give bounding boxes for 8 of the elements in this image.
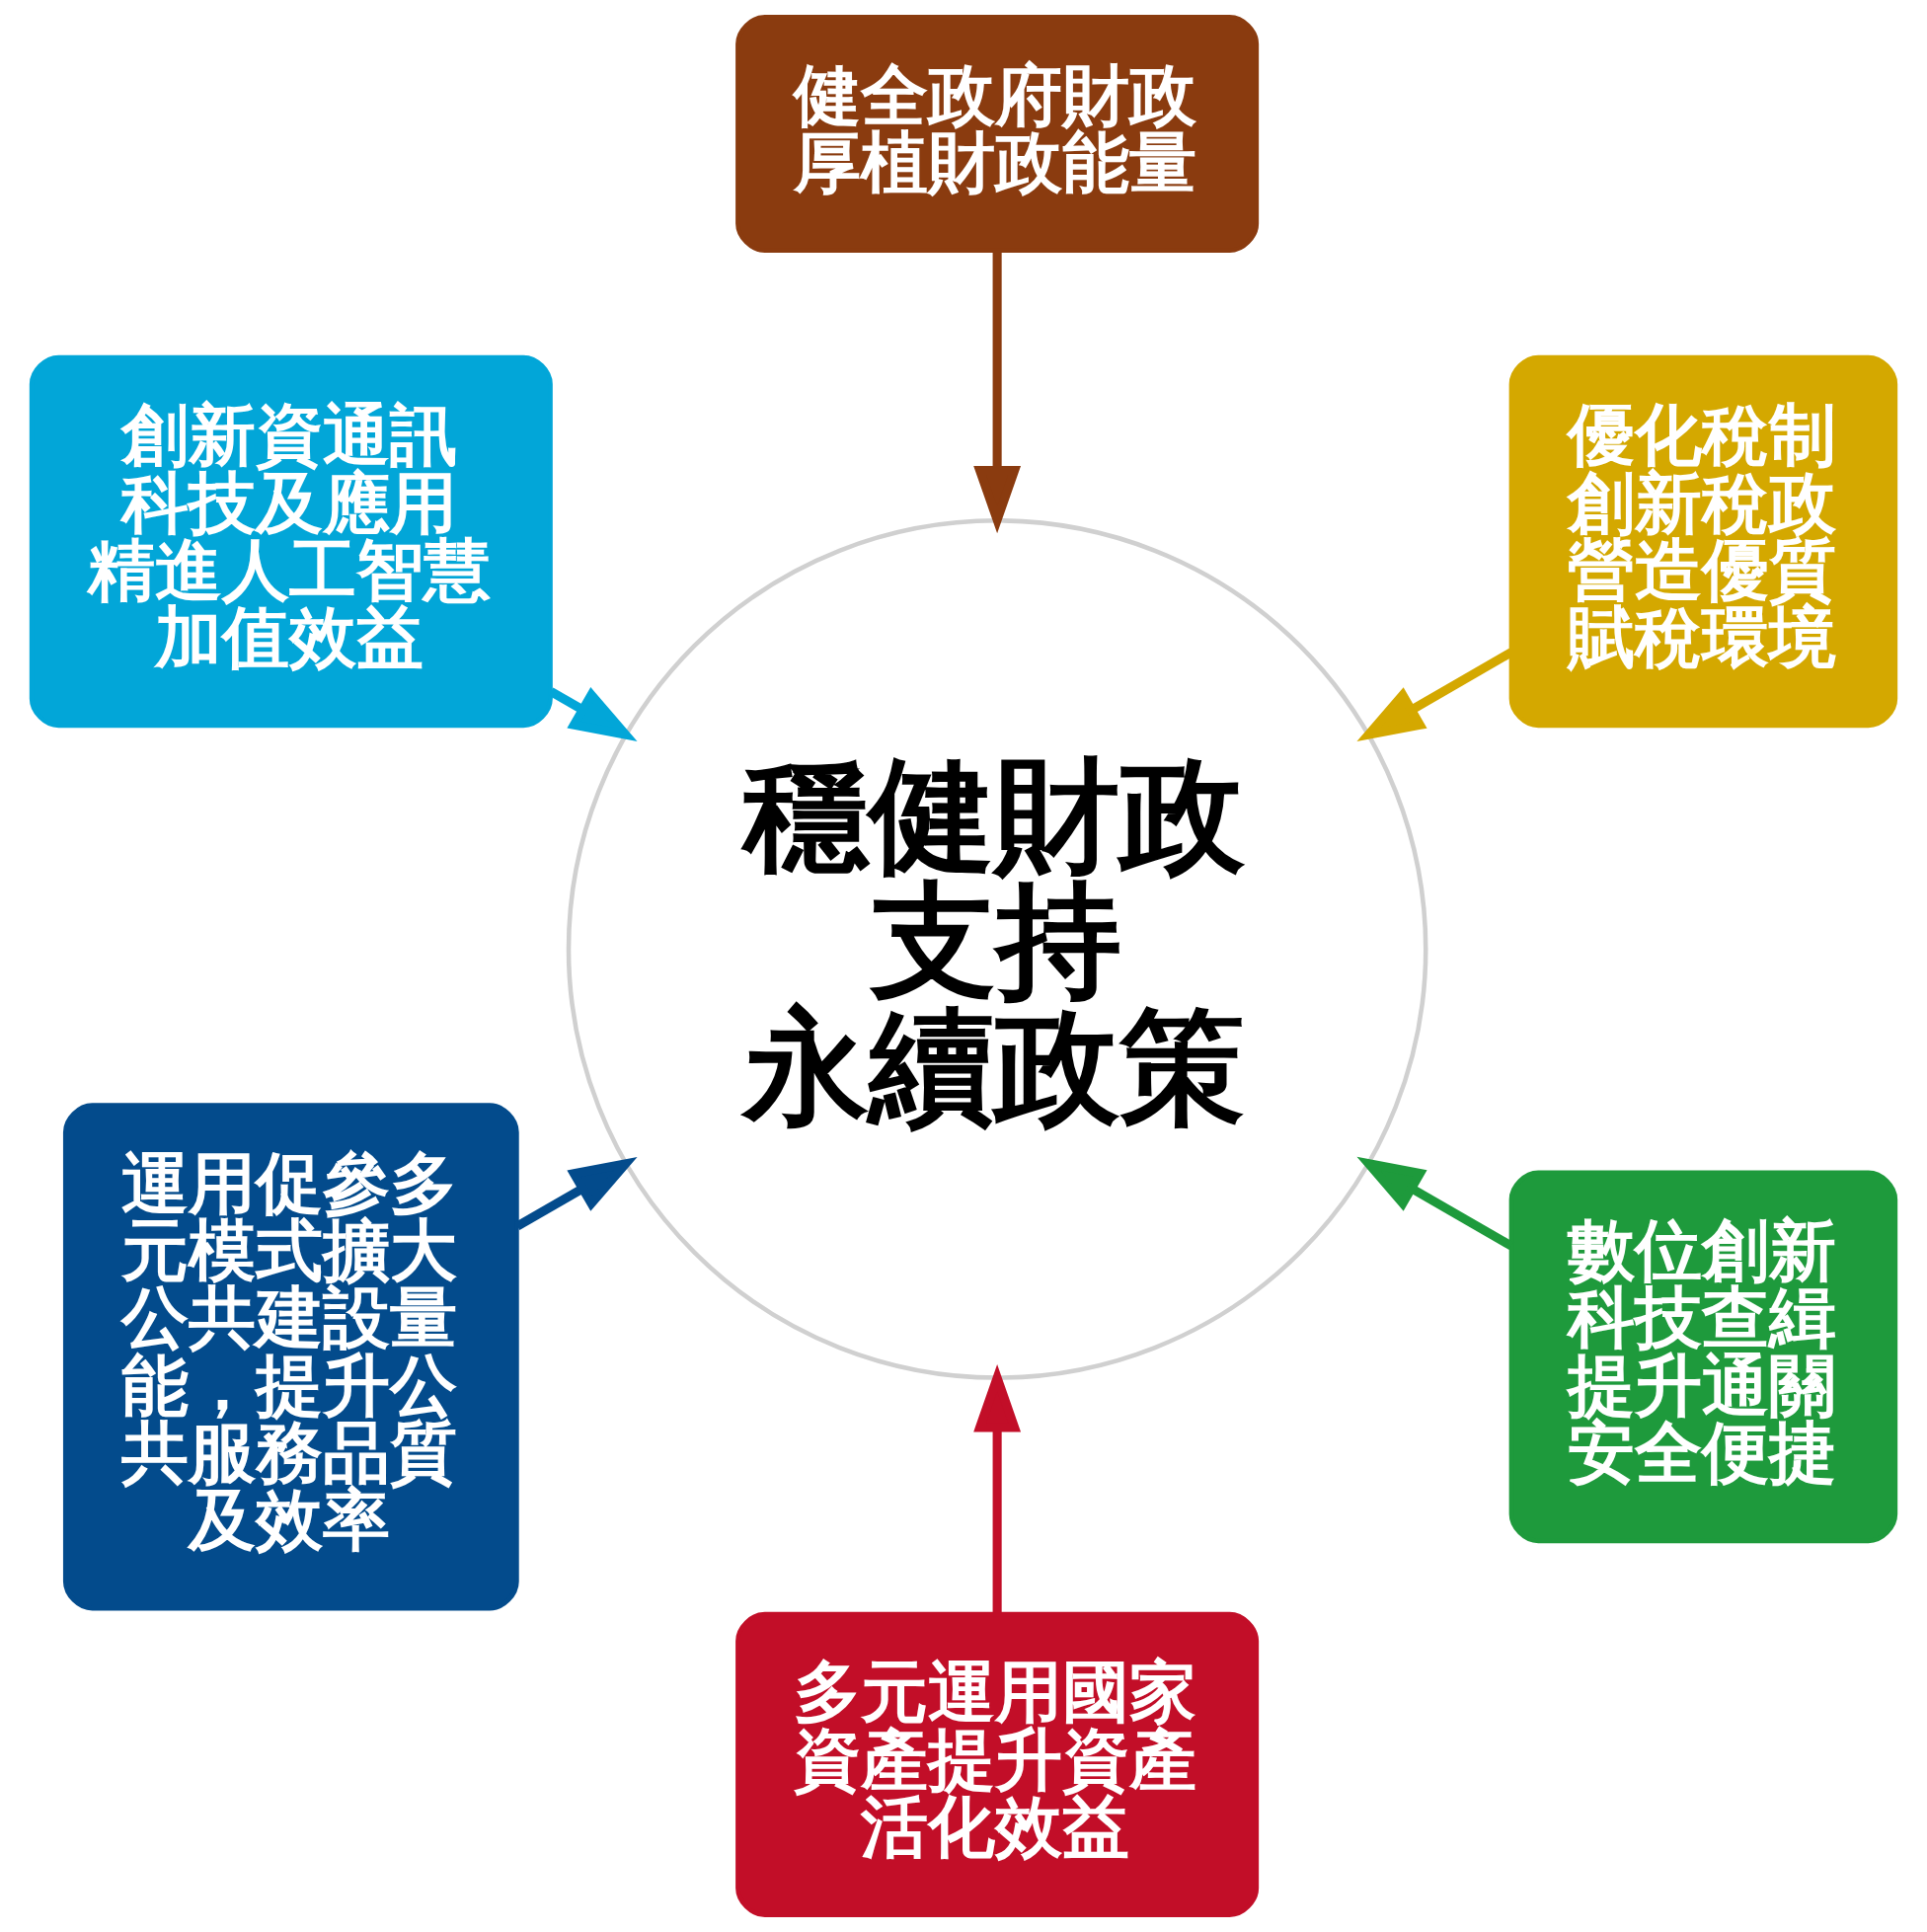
arrow [973, 1364, 1022, 1614]
node-box: 創新資通訊科技及應用精進人工智慧加值效益 [29, 354, 553, 729]
node-box: 數位創新科技查緝提升通關安全便捷 [1508, 1170, 1898, 1544]
arrow [973, 250, 1022, 534]
node-box: 健全政府財政厚植財政能量 [735, 14, 1260, 254]
node-box: 優化稅制創新稅政營造優質賦稅環境 [1508, 354, 1898, 729]
node-box: 多元運用國家資產提升資產活化效益 [735, 1611, 1260, 1918]
node-box: 運用促參多元模式擴大公共建設量能，提升公共服務品質及效率 [62, 1103, 519, 1611]
